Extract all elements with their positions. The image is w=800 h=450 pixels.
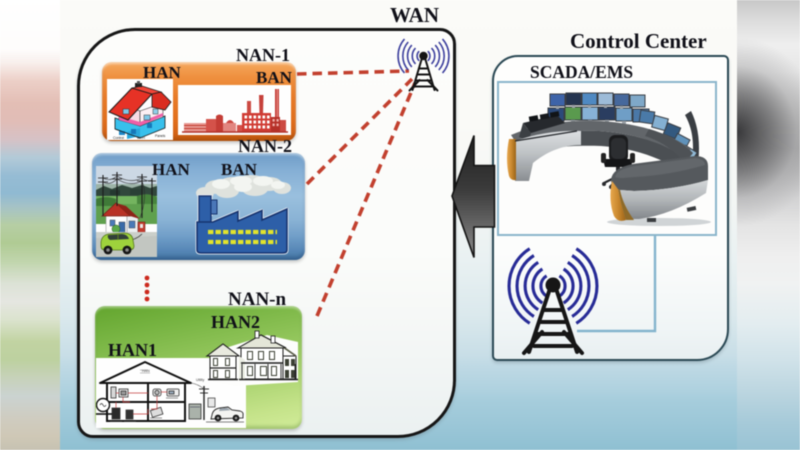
svg-text:Control: Control (113, 136, 124, 140)
svg-text:Panels: Panels (155, 134, 166, 138)
svg-text:HAN: HAN (142, 369, 150, 373)
svg-text:Utility: Utility (196, 378, 205, 382)
svg-text:Wi-Fi: Wi-Fi (137, 136, 145, 140)
